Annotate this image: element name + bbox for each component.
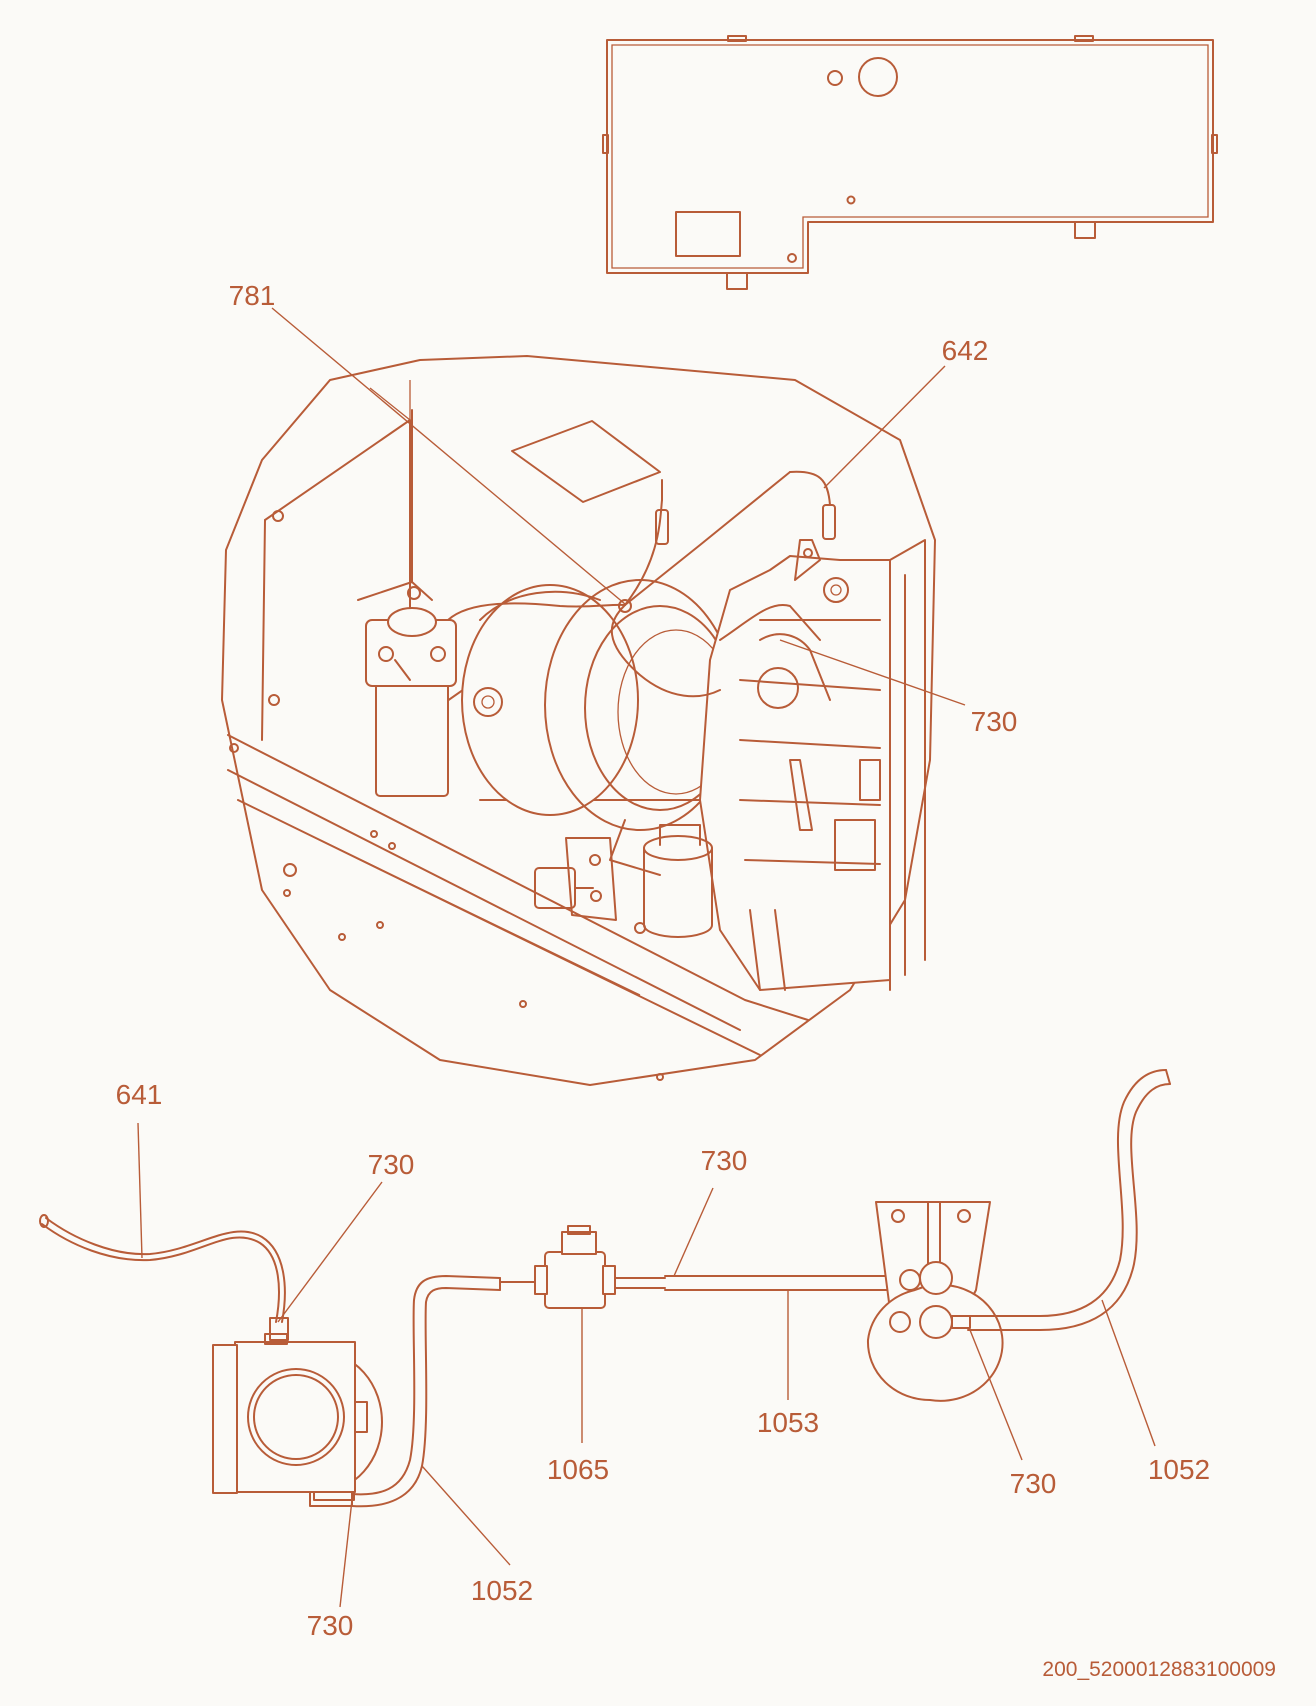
callout-1053: 1053 [757, 1407, 819, 1438]
fuel-system-assembly [39, 1069, 1171, 1508]
top-cover-panel [602, 35, 1218, 290]
callout-730-engine: 730 [971, 706, 1018, 737]
document-id: 200_5200012883100009 [1042, 1658, 1276, 1681]
fuel-block-bracket [866, 1201, 1004, 1402]
callout-730-tube: 730 [701, 1145, 748, 1176]
callout-641: 641 [116, 1079, 163, 1110]
leader-lines [137, 307, 1156, 1608]
callout-730-pump-top: 730 [368, 1149, 415, 1180]
callout-1065: 1065 [547, 1454, 609, 1485]
callout-781: 781 [229, 280, 276, 311]
callout-labels: 781 642 730 641 730 730 1065 1053 1052 7… [116, 280, 1211, 1641]
inline-fuel-filter [499, 1225, 666, 1309]
fuel-pump [212, 1333, 383, 1507]
callout-642: 642 [942, 335, 989, 366]
engine-compartment-view [221, 355, 936, 1086]
callout-1052-left: 1052 [471, 1575, 533, 1606]
callout-1052-right: 1052 [1148, 1454, 1210, 1485]
fuel-tube [664, 1275, 901, 1291]
callout-730-bracket: 730 [1010, 1468, 1057, 1499]
callout-730-pump-bottom: 730 [307, 1610, 354, 1641]
